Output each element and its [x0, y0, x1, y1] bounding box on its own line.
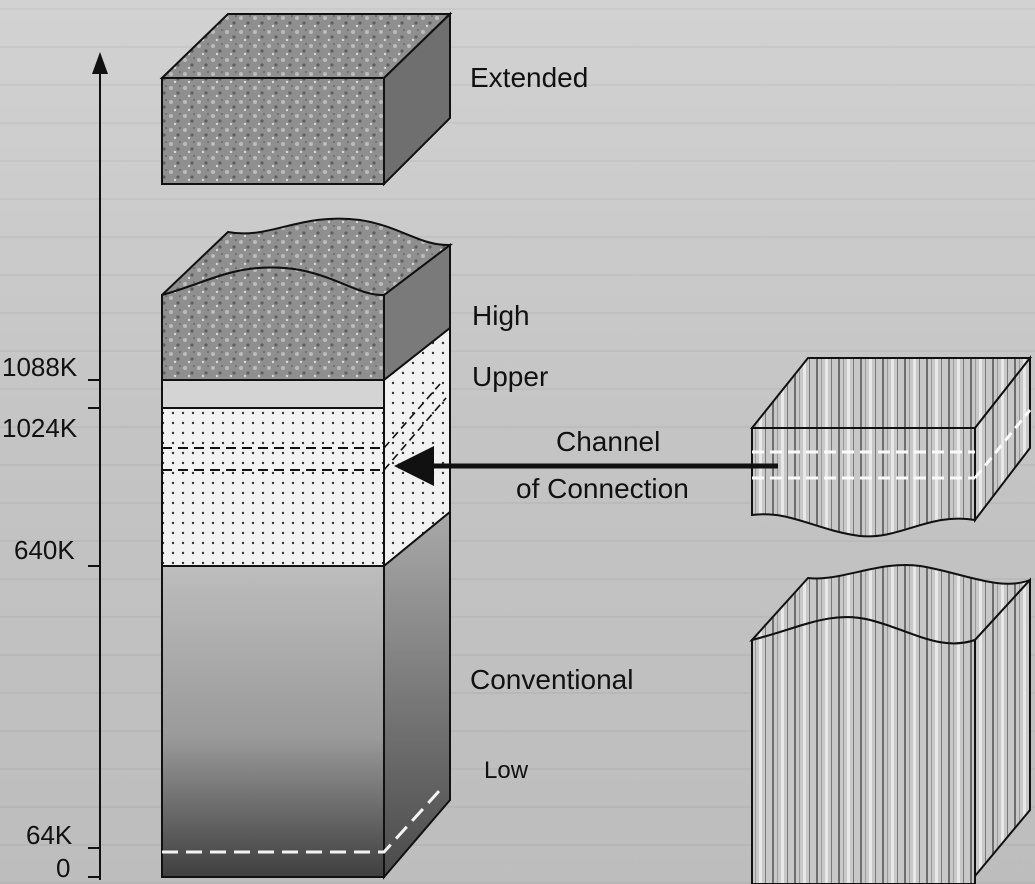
region-label-conventional: Conventional — [470, 664, 634, 695]
axis-arrow-icon — [92, 52, 108, 74]
memory-module-block — [749, 355, 1033, 884]
region-label-high: High — [472, 300, 530, 331]
connection-label-line1: Channel — [556, 426, 661, 457]
region-label-low: Low — [484, 757, 529, 784]
low-region-dashed-line — [162, 788, 442, 854]
tick-label-64k: 64K — [26, 820, 73, 850]
region-label-upper: Upper — [472, 361, 549, 392]
conventional-region-front — [161, 565, 385, 878]
upper-band-1088-1024 — [161, 379, 385, 409]
high-region-front — [161, 266, 385, 381]
upper-region-front — [161, 407, 385, 567]
module-front-upper — [751, 427, 976, 538]
connection-label-line2: of Connection — [516, 473, 689, 504]
tick-label-1088k: 1088K — [2, 352, 78, 382]
extended-block-front — [161, 77, 385, 185]
memory-column — [161, 217, 454, 880]
tick-label-1024k: 1024K — [2, 413, 78, 443]
module-lower-front — [751, 616, 976, 884]
axis — [88, 52, 108, 880]
column-side-conventional — [383, 509, 451, 880]
region-label-extended: Extended — [470, 62, 589, 93]
tick-label-0: 0 — [56, 853, 71, 883]
module-channel-side — [973, 409, 1032, 479]
channel-window-perspective-2 — [383, 383, 441, 449]
tick-label-640k: 640K — [14, 535, 75, 565]
extended-block — [159, 11, 453, 187]
